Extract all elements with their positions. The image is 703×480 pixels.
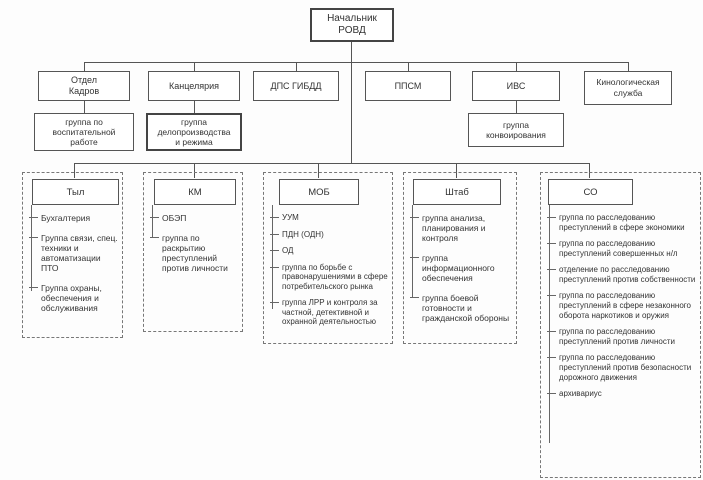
connector-spine: [152, 205, 153, 237]
connector-spine: [272, 205, 273, 309]
org-node-so: СО: [548, 179, 633, 205]
org-unit: группа по расследованию преступлений про…: [547, 327, 697, 347]
org-node-nachalnik-rovd: Начальник РОВД: [310, 8, 394, 42]
org-unit: ОД: [270, 246, 389, 256]
org-node-gruppa-konvoirovaniya: группа конвоирования: [468, 113, 564, 147]
org-unit: ОБЭП: [150, 213, 239, 223]
org-node-tyl: Тыл: [32, 179, 119, 205]
org-group-shtab: Штаб группа анализа, планирования и конт…: [403, 172, 517, 344]
org-unit: группа по расследованию преступлений про…: [547, 353, 697, 383]
org-node-mob: МОБ: [279, 179, 359, 205]
connector-stub: [84, 101, 85, 113]
connector-stub: [194, 62, 195, 71]
connector-stub: [194, 101, 195, 113]
org-so-items: группа по расследованию преступлений в с…: [547, 213, 697, 405]
org-node-ppsm: ППСМ: [365, 71, 451, 101]
org-unit: Группа связи, спец. техники и автоматиза…: [29, 233, 119, 273]
connector-spine: [549, 205, 550, 443]
org-unit: группа по расследованию преступлений в с…: [547, 291, 697, 321]
connector-stub: [589, 163, 590, 178]
org-unit: группа боевой готовности и гражданской о…: [410, 293, 513, 323]
org-node-ivs: ИВС: [472, 71, 560, 101]
org-unit: группа по расследованию преступлений сов…: [547, 239, 697, 259]
connector-stub: [194, 163, 195, 178]
connector-stub: [456, 163, 457, 178]
org-unit: группа ЛРР и контроля за частной, детект…: [270, 298, 389, 327]
connector-stub: [84, 62, 85, 71]
org-node-gruppa-deloproizvodstva: группа делопроизводства и режима: [146, 113, 242, 151]
org-node-dps-gibdd: ДПС ГИБДД: [253, 71, 339, 101]
connector-stub: [408, 62, 409, 71]
org-unit: группа анализа, планирования и контроля: [410, 213, 513, 243]
org-group-so: СО группа по расследованию преступлений …: [540, 172, 701, 478]
connector-stub: [516, 62, 517, 71]
org-node-kancelyariya: Канцелярия: [148, 71, 240, 101]
connector-spine: [412, 205, 413, 297]
org-mob-items: УУМ ПДН (ОДН) ОД группа по борьбе с прав…: [270, 213, 389, 334]
org-node-kinologicheskaya-sluzhba: Кинологическая служба: [584, 71, 672, 105]
org-unit: отделение по расследованию преступлений …: [547, 265, 697, 285]
org-shtab-items: группа анализа, планирования и контроля …: [410, 213, 513, 333]
org-unit: архивариус: [547, 389, 697, 399]
org-node-shtab: Штаб: [413, 179, 501, 205]
connector-spine: [31, 205, 32, 291]
org-group-tyl: Тыл Бухгалтерия Группа связи, спец. техн…: [22, 172, 123, 338]
connector-stub: [516, 101, 517, 113]
connector-row2-bus: [84, 62, 628, 63]
connector-trunk: [351, 42, 352, 163]
org-tyl-items: Бухгалтерия Группа связи, спец. техники …: [29, 213, 119, 323]
org-unit: Группа охраны, обеспечения и обслуживани…: [29, 283, 119, 313]
connector-stub: [628, 62, 629, 71]
org-group-mob: МОБ УУМ ПДН (ОДН) ОД группа по борьбе с …: [263, 172, 393, 344]
org-km-items: ОБЭП группа по раскрытию преступлений пр…: [150, 213, 239, 283]
org-unit: ПДН (ОДН): [270, 230, 389, 240]
connector-stub: [74, 163, 75, 178]
org-group-km: КМ ОБЭП группа по раскрытию преступлений…: [143, 172, 243, 332]
org-node-otdel-kadrov: Отдел Кадров: [38, 71, 130, 101]
org-unit: группа по раскрытию преступлений против …: [150, 233, 239, 273]
connector-stub: [296, 62, 297, 71]
org-unit: группа информационного обеспечения: [410, 253, 513, 283]
org-node-gruppa-vospitatelnoy-raboty: группа по воспитательной работе: [34, 113, 134, 151]
org-node-km: КМ: [154, 179, 236, 205]
org-unit: группа по борьбе с правонарушениями в сф…: [270, 263, 389, 292]
org-unit: УУМ: [270, 213, 389, 223]
org-unit: группа по расследованию преступлений в с…: [547, 213, 697, 233]
org-unit: Бухгалтерия: [29, 213, 119, 223]
connector-stub: [318, 163, 319, 178]
connector-row3-bus: [74, 163, 589, 164]
